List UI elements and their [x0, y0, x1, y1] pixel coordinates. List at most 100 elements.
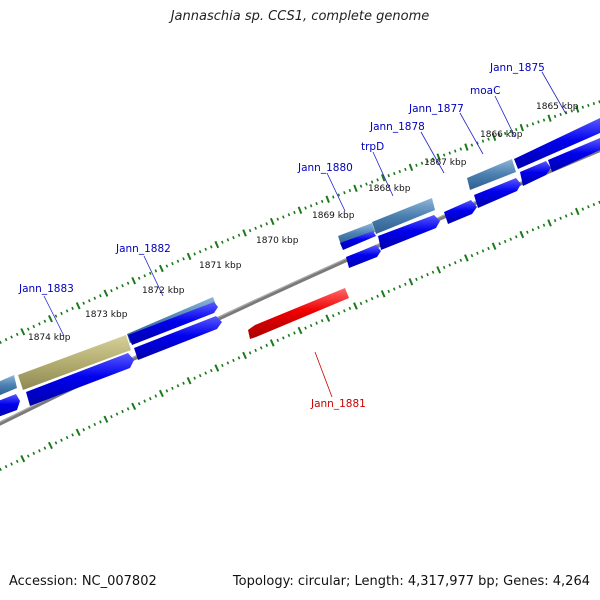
- outer-minor-tick: [343, 191, 346, 195]
- leader-jann-1882: [143, 255, 164, 297]
- outer-minor-tick: [4, 338, 8, 342]
- outer-major-tick: [353, 184, 358, 193]
- outer-minor-tick: [470, 143, 474, 147]
- inner-minor-tick: [65, 435, 69, 440]
- gene-arrow-1882-b: [134, 316, 222, 360]
- outer-minor-tick: [393, 171, 396, 176]
- inner-minor-tick: [343, 309, 346, 313]
- inner-minor-tick: [470, 253, 474, 258]
- outer-major-tick: [47, 314, 53, 323]
- outer-minor-tick: [204, 247, 208, 251]
- feature-band-1880: [338, 223, 375, 245]
- outer-minor-tick: [265, 222, 269, 226]
- inner-major-tick: [47, 441, 53, 450]
- outer-major-tick: [103, 289, 109, 297]
- outer-minor-tick: [293, 210, 296, 215]
- outer-major-tick: [575, 105, 580, 113]
- gene-arrow-1875-b: [520, 161, 551, 186]
- leader-jann-1881: [314, 351, 333, 398]
- inner-minor-tick: [481, 249, 485, 253]
- outer-major-tick: [519, 123, 524, 132]
- gene-arrow-1880-b: [346, 245, 381, 268]
- inner-major-tick: [131, 402, 137, 411]
- outer-minor-tick: [26, 327, 30, 331]
- inner-minor-tick: [148, 396, 152, 401]
- inner-minor-tick: [526, 230, 529, 234]
- inner-minor-tick: [143, 399, 147, 403]
- inner-minor-tick: [171, 386, 174, 390]
- inner-minor-tick: [232, 358, 235, 363]
- outer-minor-tick: [420, 161, 424, 165]
- tick-label-1871: 1871 kbp: [199, 261, 242, 271]
- inner-minor-tick: [331, 314, 335, 318]
- inner-minor-tick: [448, 263, 452, 267]
- outer-major-tick: [131, 276, 137, 285]
- outer-minor-tick: [515, 127, 518, 132]
- leader-lines: [43, 71, 567, 337]
- outer-minor-tick: [526, 124, 529, 128]
- gene-label-jann-1880: Jann_1880: [297, 162, 353, 174]
- inner-minor-tick: [26, 454, 30, 458]
- outer-minor-tick: [332, 195, 335, 199]
- leader-trpD: [372, 151, 394, 197]
- tick-label-1865: 1865 kbp: [536, 102, 579, 112]
- inner-major-tick: [519, 230, 525, 239]
- inner-minor-tick: [531, 228, 535, 232]
- outer-major-tick: [436, 153, 441, 161]
- inner-minor-tick: [537, 225, 540, 230]
- outer-major-tick: [158, 264, 164, 273]
- outer-minor-tick: [448, 151, 451, 155]
- inner-tick-row: [0, 200, 600, 471]
- inner-minor-tick: [287, 333, 291, 338]
- tick-label-1869: 1869 kbp: [312, 211, 355, 221]
- inner-minor-tick: [415, 277, 418, 282]
- inner-minor-tick: [431, 270, 435, 274]
- tick-label-1873: 1873 kbp: [85, 310, 128, 320]
- outer-minor-tick: [15, 332, 19, 336]
- inner-minor-tick: [442, 265, 446, 270]
- outer-minor-tick: [415, 163, 418, 167]
- outer-minor-tick: [503, 131, 507, 135]
- inner-major-tick: [75, 428, 81, 437]
- tick-label-1872: 1872 kbp: [142, 286, 185, 296]
- inner-major-tick: [353, 302, 358, 310]
- gene-arrow-right-edge: [548, 138, 600, 172]
- inner-major-tick: [214, 364, 220, 372]
- inner-minor-tick: [4, 465, 8, 469]
- inner-minor-tick: [587, 205, 590, 209]
- gene-arrow-1878: [378, 215, 440, 250]
- gene-label-jann-1877: Jann_1877: [408, 103, 464, 115]
- inner-minor-tick: [570, 212, 574, 216]
- inner-minor-tick: [581, 207, 585, 211]
- outer-minor-tick: [0, 340, 2, 344]
- outer-major-tick: [75, 302, 81, 310]
- outer-minor-tick: [154, 269, 158, 273]
- inner-minor-tick: [304, 326, 307, 330]
- outer-minor-tick: [431, 157, 435, 161]
- inner-minor-tick: [137, 402, 141, 406]
- outer-major-tick: [186, 252, 192, 261]
- inner-minor-tick: [592, 203, 596, 207]
- outer-minor-tick: [43, 319, 47, 323]
- inner-minor-tick: [509, 237, 513, 241]
- feature-band-left: [0, 375, 17, 396]
- outer-minor-tick: [143, 274, 147, 278]
- outer-major-tick: [547, 114, 552, 122]
- outer-minor-tick: [498, 133, 501, 137]
- inner-major-tick: [547, 219, 552, 227]
- outer-minor-tick: [348, 188, 352, 193]
- outer-minor-tick: [442, 153, 446, 157]
- inner-minor-tick: [459, 258, 463, 262]
- outer-minor-tick: [193, 252, 196, 256]
- outer-major-tick: [380, 174, 386, 182]
- tick-label-1867: 1867 kbp: [424, 158, 467, 168]
- inner-minor-tick: [392, 287, 396, 291]
- outer-tick-row: [0, 100, 600, 344]
- outer-minor-tick: [171, 261, 174, 266]
- inner-minor-tick: [93, 422, 97, 427]
- inner-major-tick: [158, 389, 164, 398]
- leader-jann-1883: [43, 295, 65, 337]
- outer-minor-tick: [309, 204, 313, 208]
- gene-labels: Jann_1875 moaC Jann_1877 Jann_1878 trpD …: [18, 62, 545, 410]
